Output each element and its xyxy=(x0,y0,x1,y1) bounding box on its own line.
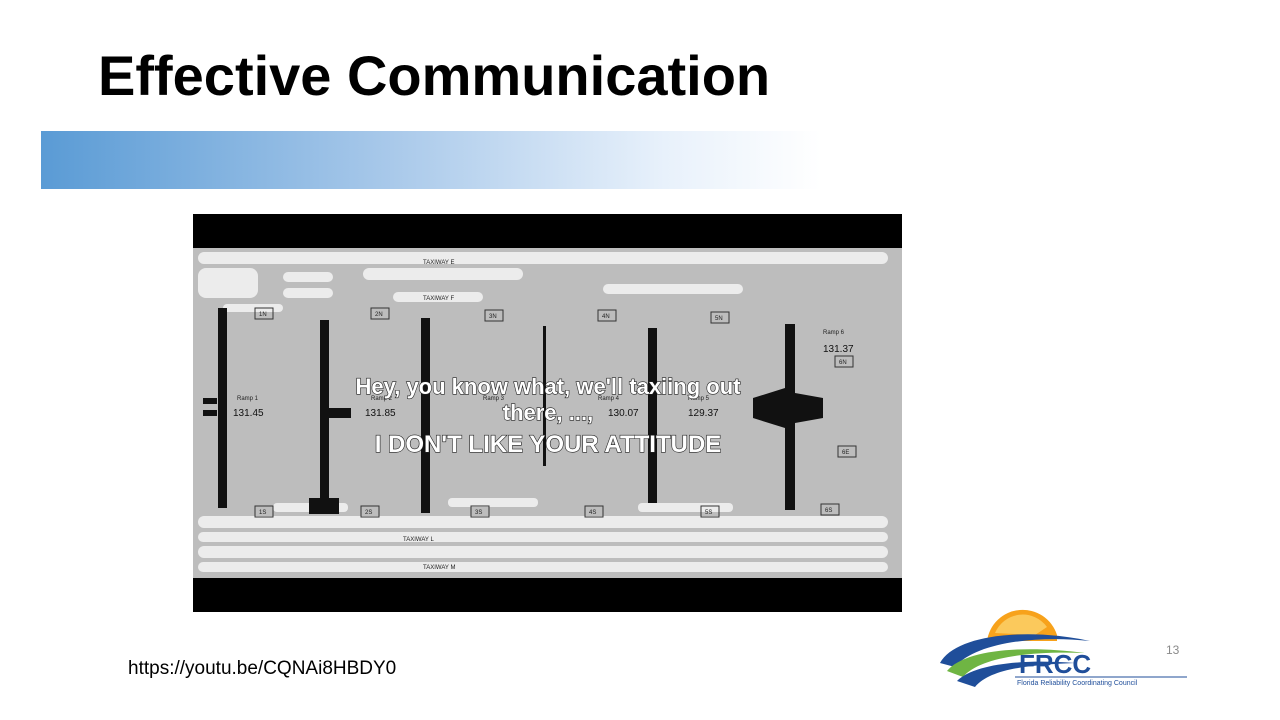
ramp3-label: Ramp 3 xyxy=(483,396,505,402)
ramp5-label: Ramp 5 xyxy=(688,396,710,402)
caption-line-2: there, ..., xyxy=(503,400,593,425)
box-6s: 6S xyxy=(825,508,832,514)
title-accent-band xyxy=(41,131,821,189)
box-5n: 5N xyxy=(715,316,723,322)
caption-line-1: Hey, you know what, we'll taxiing out xyxy=(356,374,742,399)
box-3n: 3N xyxy=(489,314,497,320)
taxiway-m-label: TAXIWAY M xyxy=(423,565,455,571)
taxiway-l-label: TAXIWAY L xyxy=(403,537,434,543)
taxiway-f-label: TAXIWAY F xyxy=(423,296,454,302)
box-1n: 1N xyxy=(259,312,267,318)
box-2s: 2S xyxy=(365,510,372,516)
airport-taxiway-diagram: TAXIWAY E TAXIWAY F TAXIWAY L TAXIWAY M … xyxy=(193,248,902,578)
box-4s: 4S xyxy=(589,510,596,516)
logo-subtitle: Florida Reliability Coordinating Council xyxy=(1017,680,1138,687)
ramp3-frequency: 130.07 xyxy=(608,408,639,419)
box-6n: 6N xyxy=(839,360,847,366)
ramp2-frequency: 131.85 xyxy=(365,408,396,419)
logo-name: FRCC xyxy=(1019,649,1091,679)
slide-title: Effective Communication xyxy=(98,44,771,107)
ramp4-label: Ramp 4 xyxy=(598,396,620,402)
ramp2-label: Ramp 2 xyxy=(371,396,393,402)
slide-page-number: 13 xyxy=(1166,643,1180,657)
sun-icon xyxy=(987,609,1057,641)
taxiway-e-label: TAXIWAY E xyxy=(423,260,454,266)
video-link[interactable]: https://youtu.be/CQNAi8HBDY0 xyxy=(128,658,397,679)
caption-line-3: I DON'T LIKE YOUR ATTITUDE xyxy=(375,431,722,458)
box-5s: 5S xyxy=(705,510,712,516)
ramp5-frequency: 129.37 xyxy=(688,408,719,419)
ramp1-label: Ramp 1 xyxy=(237,396,259,402)
ramp1-frequency: 131.45 xyxy=(233,408,264,419)
box-3s: 3S xyxy=(475,510,482,516)
box-4n: 4N xyxy=(602,314,610,320)
box-1s: 1S xyxy=(259,510,266,516)
box-6e: 6E xyxy=(842,450,849,456)
ramp6-frequency: 131.37 xyxy=(823,344,854,355)
swoosh-icon xyxy=(940,634,1090,687)
ramp6-label: Ramp 6 xyxy=(823,330,845,336)
box-2n: 2N xyxy=(375,312,383,318)
frcc-logo: FRCC Florida Reliability Coordinating Co… xyxy=(940,609,1187,687)
